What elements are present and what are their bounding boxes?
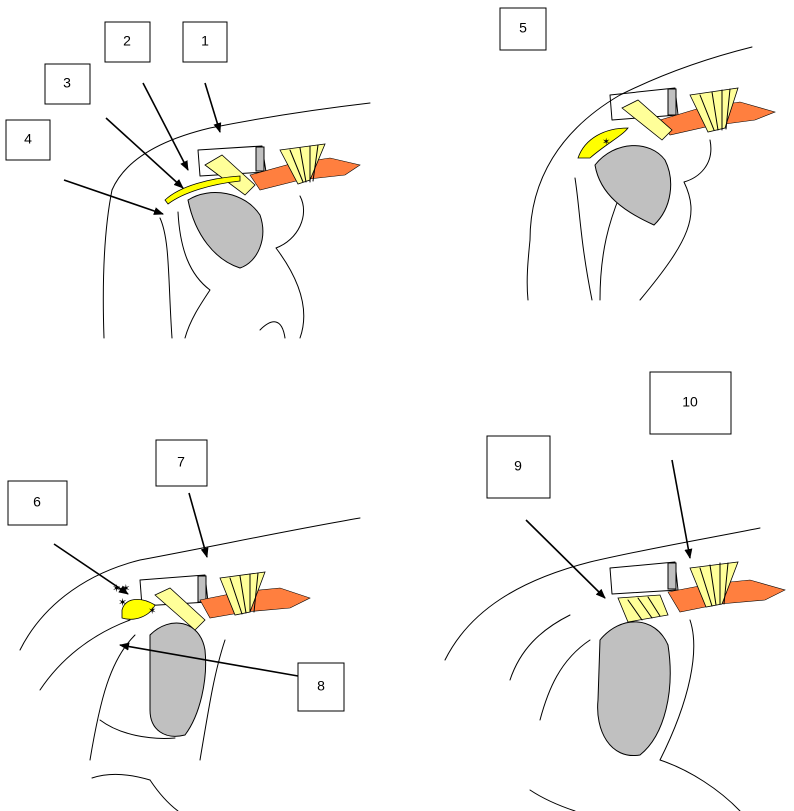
label-3: 3 [45,64,90,104]
label-5-text: 5 [519,20,527,36]
label-8-text: 8 [317,678,325,694]
label-9-text: 9 [514,458,522,474]
panel-2-bursitis: ✶ [527,47,775,300]
label-6-text: 6 [33,494,41,510]
label-8: 8 [298,663,344,711]
arrow-3 [106,118,183,188]
arrow-1 [205,83,220,132]
humeral-head [150,623,206,736]
label-7-text: 7 [177,454,185,470]
label-2: 2 [105,22,150,62]
inflammation-star-icon: ✶ [602,137,610,148]
label-1-text: 1 [201,33,209,49]
label-2-text: 2 [123,33,131,49]
label-7: 7 [156,440,207,486]
humeral-head [598,622,671,756]
pointer-arrows [54,83,690,676]
arrow-9 [526,520,605,598]
label-10-text: 10 [682,394,698,410]
torn-rotator-cuff-tendon [618,595,668,622]
arrow-6 [54,544,128,594]
label-6: 6 [8,481,67,525]
label-4-text: 4 [24,131,32,147]
humeral-head [188,193,263,268]
arrow-8 [120,645,298,676]
arrow-4 [64,180,163,214]
humeral-head [595,146,671,225]
panel-1-normal-shoulder [103,103,370,338]
label-5: 5 [500,8,546,50]
label-4: 4 [6,120,50,160]
label-3-text: 3 [63,75,71,91]
label-9: 9 [487,436,550,498]
arrow-7 [189,493,207,557]
inflammation-star-icon: ✶ [148,606,156,617]
panel-4-rotator-cuff-tear [445,528,785,811]
label-10: 10 [650,372,731,434]
label-1: 1 [183,22,227,62]
inflammation-star-icon: ✶ [118,597,127,609]
